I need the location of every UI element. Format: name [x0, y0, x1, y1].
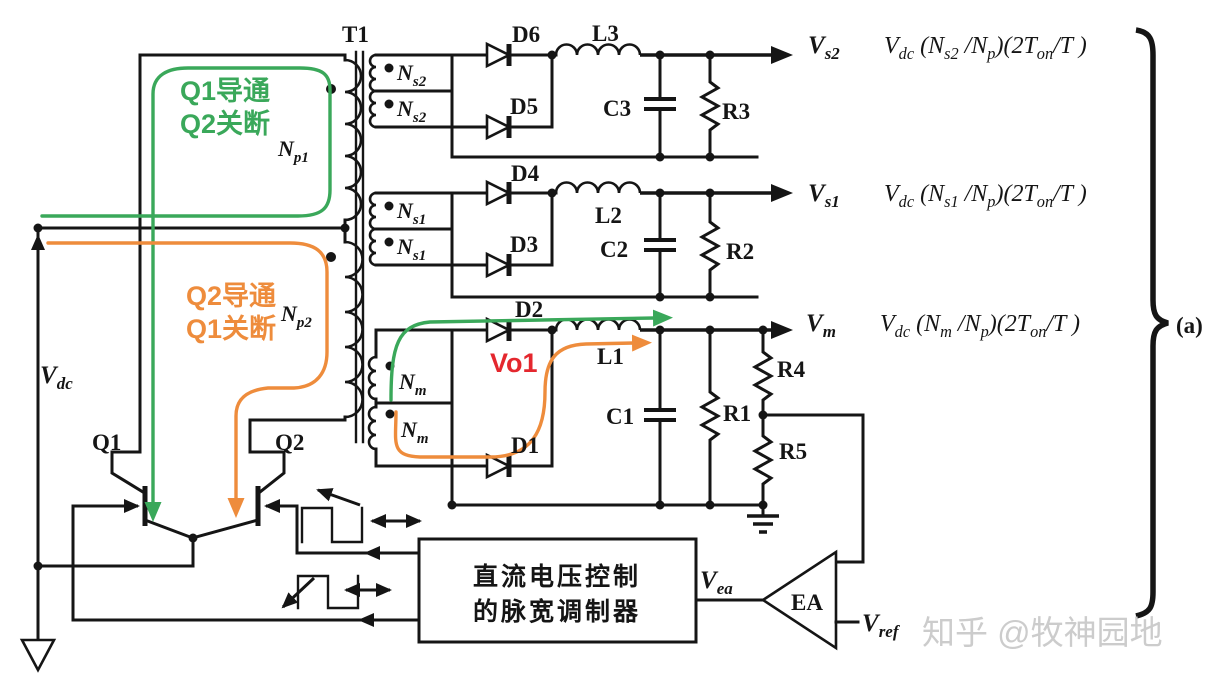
green-secondary-path [389, 309, 673, 402]
winding-np2-coil [344, 240, 364, 419]
winding-ns2b-label: Ns2 [396, 96, 427, 126]
winding-ns1a-label: Ns1 [396, 198, 426, 228]
vs1-label: Vs1 [808, 180, 840, 211]
junction-dots [33, 50, 768, 571]
orange-secondary-path [393, 334, 652, 459]
figure-tag: (a) [1176, 313, 1203, 338]
winding-nmb-label: Nm [400, 417, 429, 447]
resistor-r3-label: R3 [722, 99, 750, 124]
vs2-label: Vs2 [808, 32, 840, 63]
resistor-r4-label: R4 [777, 357, 806, 382]
winding-ns2a-label: Ns2 [396, 60, 427, 90]
diode-d4-label: D4 [511, 161, 540, 186]
winding-np1-coil [344, 58, 363, 222]
output-channel-vs2 [368, 41, 793, 159]
winding-np1-label: Np1 [277, 136, 309, 166]
transformer-label: T1 [342, 22, 369, 47]
pwm-controller-box [417, 537, 698, 644]
inductor-l1-label: L1 [597, 344, 624, 369]
transistor-q2-label: Q2 [275, 430, 304, 455]
resistor-r4-body [751, 328, 775, 417]
inductor-l3-label: L3 [592, 21, 619, 46]
resistor-r2-body [698, 191, 722, 299]
diode-d4 [485, 179, 512, 207]
current-path-annotations [40, 66, 673, 522]
winding-np2-label: Np2 [280, 301, 312, 331]
inductor-l2-coil [554, 181, 642, 194]
diode-d5 [485, 113, 512, 141]
pulse-waveform-icon-q2 [300, 488, 422, 544]
diode-d2-label: D2 [515, 297, 543, 322]
error-amp-triangle [760, 549, 838, 651]
orange-annotation-line1: Q2导通 [186, 281, 276, 311]
vm-label: Vm [806, 310, 836, 341]
pwm-box-line2: 的脉宽调制器 [473, 597, 641, 626]
orange-current-loop [46, 241, 329, 518]
pwm-box-line1: 直流电压控制 [473, 563, 641, 591]
emitter-return [36, 536, 195, 568]
inductor-l1-coil [554, 318, 642, 331]
diode-d6-label: D6 [512, 22, 540, 47]
resistor-r1-body [698, 328, 722, 507]
feedback-network [694, 413, 865, 651]
output-channel-vm [367, 316, 793, 534]
diode-d3 [485, 251, 512, 279]
capacitor-c2-label: C2 [600, 237, 628, 262]
watermark: 知乎 @牧神园地 [922, 614, 1163, 651]
diode-d2 [485, 316, 512, 344]
diode-d6 [485, 41, 512, 69]
vref-label: Vref [862, 610, 901, 641]
diode-d1-label: D1 [511, 433, 539, 458]
diode-d5-label: D5 [510, 94, 538, 119]
green-annotation-line2: Q2关断 [180, 109, 270, 139]
diode-d3-label: D3 [510, 232, 538, 257]
green-current-loop [40, 66, 332, 522]
vs2-formula: Vdc (Ns2 /Np)(2Ton/T ) [884, 33, 1087, 63]
figure-brace [1135, 27, 1169, 619]
resistor-r5-label: R5 [779, 439, 807, 464]
transistor-q1-label: Q1 [92, 430, 121, 455]
error-amp-label: EA [791, 590, 823, 615]
orange-annotation-line2: Q1关断 [186, 314, 276, 344]
resistor-r5-body [751, 413, 775, 507]
output-channel-vs1 [368, 179, 793, 299]
pulse-waveform-icon-q1 [281, 574, 392, 610]
transistor-q1 [73, 450, 192, 539]
diode-d1 [485, 452, 512, 480]
winding-ns1b-label: Ns1 [396, 234, 426, 264]
transistor-q2 [194, 450, 297, 539]
inductor-l2-label: L2 [595, 203, 622, 228]
capacitor-c3-label: C3 [603, 96, 631, 121]
resistor-r1-label: R1 [723, 401, 751, 426]
ground-symbol-left [19, 638, 57, 673]
inductor-l3-coil [554, 43, 642, 56]
resistor-r2-label: R2 [726, 239, 754, 264]
capacitor-c1-label: C1 [606, 404, 634, 429]
vea-label: Vea [700, 567, 733, 598]
vm-formula: Vdc (Nm /Np)(2Ton/T ) [880, 311, 1080, 341]
gate-drive-network [71, 488, 422, 627]
vo1-annotation: Vo1 [490, 348, 538, 378]
vs1-formula: Vdc (Ns1 /Np)(2Ton/T ) [884, 181, 1087, 211]
green-annotation-line1: Q1导通 [180, 76, 270, 106]
resistor-r3-body [698, 53, 722, 159]
winding-nma-label: Nm [398, 369, 427, 399]
vdc-label: Vdc [40, 362, 73, 393]
